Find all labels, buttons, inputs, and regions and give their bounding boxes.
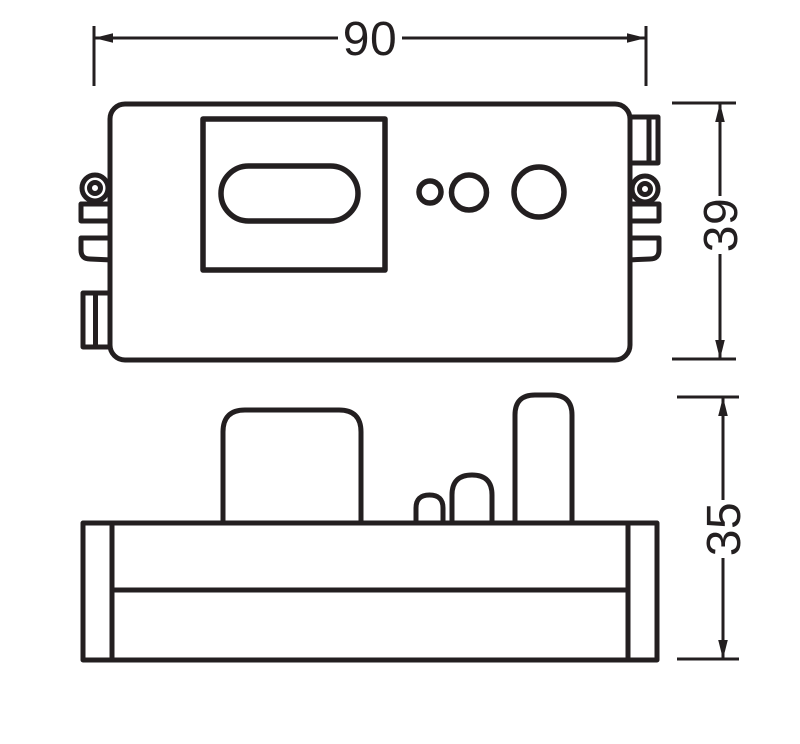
side-view bbox=[80, 392, 660, 663]
button-large-profile bbox=[512, 392, 575, 526]
width-dimension: 90 bbox=[92, 13, 648, 86]
depth-dimension: 35 bbox=[677, 395, 751, 661]
arrowhead-up-icon bbox=[718, 397, 728, 416]
arrowhead-left-icon bbox=[94, 33, 113, 43]
top-view bbox=[78, 101, 662, 363]
button-medium-circle bbox=[448, 172, 490, 213]
snap-hook-right bbox=[625, 235, 662, 263]
clip-tab-left bbox=[78, 201, 115, 224]
height-dimension-label: 39 bbox=[695, 198, 748, 252]
mounting-hole-right bbox=[637, 181, 653, 197]
indicator-small-profile bbox=[413, 492, 446, 526]
arrowhead-right-icon bbox=[627, 33, 646, 43]
display-panel bbox=[200, 116, 388, 273]
arrowhead-up-icon bbox=[715, 103, 725, 122]
width-dimension-label: 90 bbox=[343, 13, 397, 66]
button-medium-profile bbox=[449, 472, 495, 526]
snap-hook-left bbox=[78, 235, 115, 263]
arrowhead-down-icon bbox=[718, 640, 728, 659]
display-block-profile bbox=[220, 407, 364, 526]
mounting-hole-left bbox=[87, 180, 103, 196]
clip-tab-right bbox=[625, 201, 662, 224]
device-body-outline bbox=[107, 101, 633, 363]
arrowhead-down-icon bbox=[715, 340, 725, 359]
depth-dimension-label: 35 bbox=[698, 502, 751, 556]
height-dimension: 39 bbox=[672, 101, 748, 361]
display-window bbox=[218, 163, 361, 224]
button-large-circle bbox=[511, 164, 567, 220]
indicator-small-circle bbox=[416, 178, 444, 206]
connector-tab-right bbox=[625, 114, 661, 166]
